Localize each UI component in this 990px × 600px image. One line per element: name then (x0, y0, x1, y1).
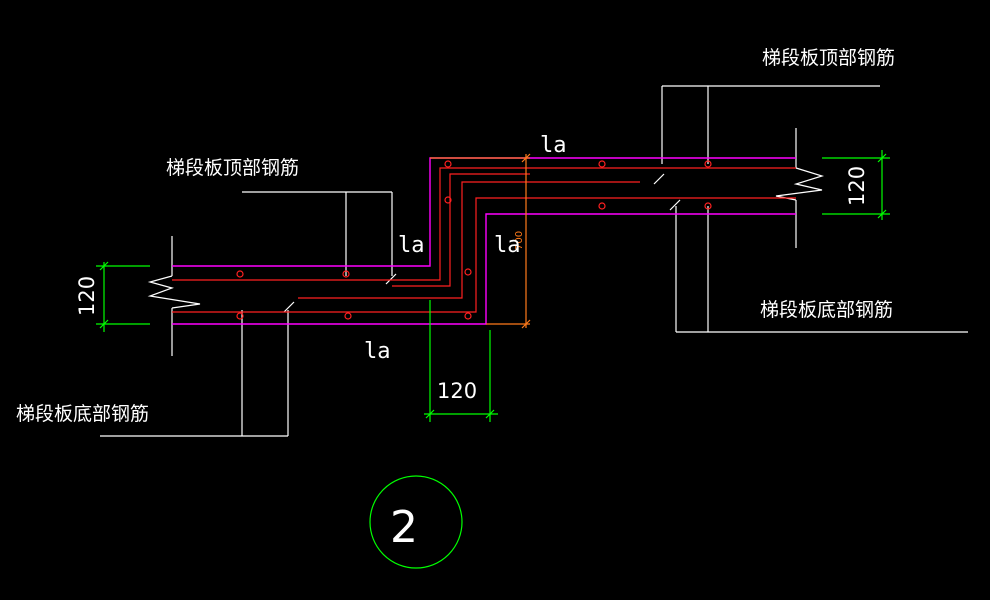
bottom-width-dimension (424, 300, 498, 422)
detail-number: 2 (390, 502, 418, 553)
vertical-dimension-text: 700 (514, 231, 525, 250)
vertical-dimension-orange (430, 153, 531, 329)
detail-circle (369, 475, 463, 569)
la-middle-label: la (494, 233, 521, 258)
right-bottom-rebar-label: 梯段板底部钢筋 (760, 299, 893, 321)
bottom-rebar-lines (172, 167, 796, 313)
left-thickness-text: 120 (75, 276, 99, 316)
rebar-dots (236, 160, 712, 320)
la-bottom-label: la (364, 339, 391, 364)
right-thickness-dimension (822, 150, 890, 220)
la-top-label: la (540, 133, 567, 158)
left-bottom-rebar-label: 梯段板底部钢筋 (16, 403, 149, 425)
left-top-rebar-label: 梯段板顶部钢筋 (166, 157, 299, 179)
right-slab-outline (653, 85, 968, 333)
la-left-label: la (398, 233, 425, 258)
left-slab-outline (100, 191, 397, 437)
right-thickness-text: 120 (845, 166, 869, 206)
left-thickness-dimension (96, 261, 150, 332)
right-top-rebar-label: 梯段板顶部钢筋 (762, 47, 895, 69)
top-rebar-lines (172, 157, 796, 325)
bottom-width-text: 120 (437, 379, 477, 403)
